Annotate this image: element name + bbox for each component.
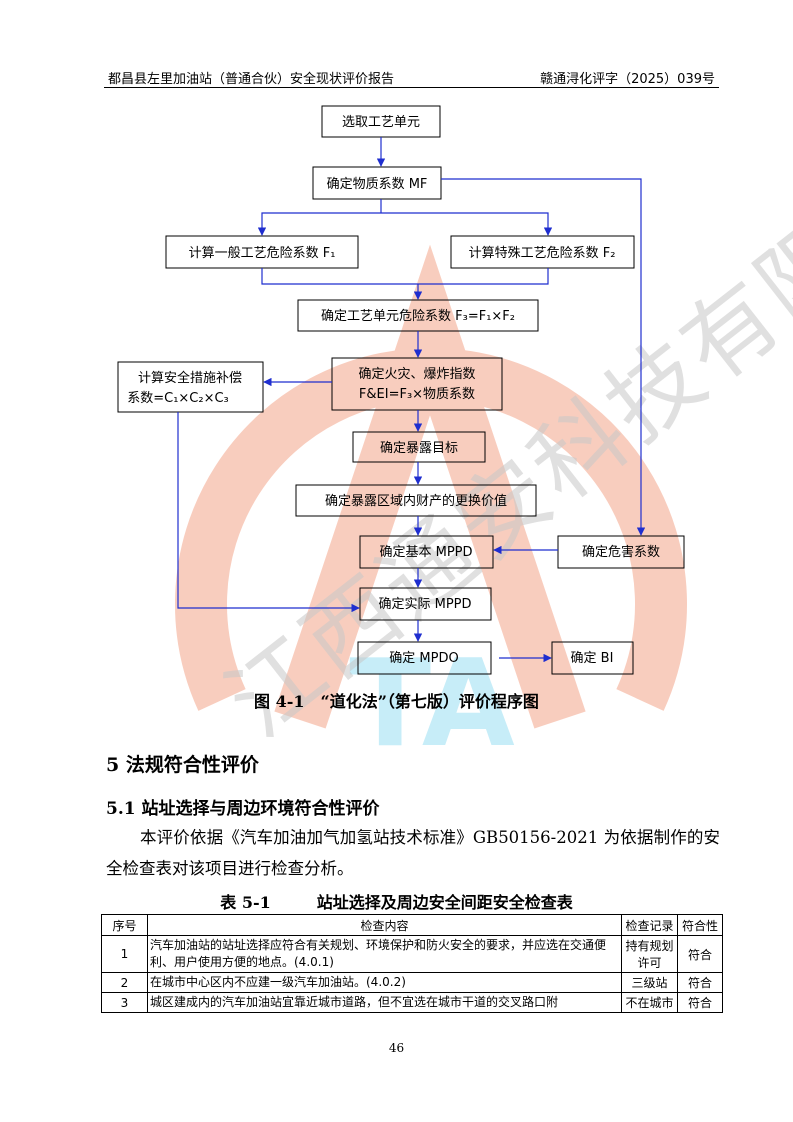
row-content: 城区建成内的汽车加油站宜靠近城市道路，但不宜选在城市干道的交叉路口附 — [147, 992, 622, 1013]
section-heading: 5 法规符合性评价 — [106, 754, 259, 776]
node-exposure-target-box — [352, 431, 486, 463]
row-result: 符合 — [677, 992, 723, 1013]
node-material-factor-box — [312, 166, 442, 200]
node-exposure-target: 确定暴露目标 — [380, 441, 458, 456]
header-content: 检查内容 — [147, 914, 622, 936]
row-no: 2 — [101, 972, 148, 993]
table-header-row: 序号 检查内容 检查记录 符合性 — [101, 914, 723, 936]
node-mpdo: 确定 MPDO — [389, 651, 458, 666]
header-record: 检查记录 — [621, 914, 678, 936]
node-special-hazard-box — [450, 235, 635, 269]
node-base-mppd-box — [359, 535, 494, 569]
arrow-split-to-general — [257, 212, 381, 236]
node-unit-hazard: 确定工艺单元危险系数 F₃=F₁×F₂ — [321, 309, 515, 324]
node-fei-line1: 确定火灾、爆炸指数 — [358, 366, 475, 382]
arrow-split-to-special — [381, 212, 553, 236]
table-row: 3 城区建成内的汽车加油站宜靠近城市道路，但不宜选在城市干道的交叉路口附 不在城… — [101, 992, 723, 1013]
header-report-title: 都昌县左里加油站（普通合伙）安全现状评价报告 — [108, 72, 395, 87]
node-fei-line2: F&EI=F₃×物质系数 — [359, 387, 475, 402]
body-paragraph: 本评价依据《汽车加油加气加氢站技术标准》GB50156-2021 为依据制作的安… — [106, 828, 720, 878]
row-record: 不在城市 — [621, 992, 678, 1013]
node-select-unit: 选取工艺单元 — [342, 115, 420, 130]
node-replacement-value-box — [295, 484, 537, 517]
arrow-material-to-damage — [441, 178, 646, 536]
header-no: 序号 — [101, 914, 148, 936]
node-safety-measures-box — [117, 361, 264, 413]
table-caption: 表 5-1 站址选择及周边安全间距安全检查表 — [0, 889, 793, 913]
row-content: 汽车加油站的站址选择应符合有关规划、环境保护和防火安全的要求，并应选在交通便利、… — [147, 935, 622, 973]
row-no: 3 — [101, 992, 148, 1013]
node-actual-mppd: 确定实际 MPPD — [378, 597, 471, 612]
arrow-safety-to-actual — [177, 412, 360, 613]
node-safety-measures-line2: 系数=C₁×C₂×C₃ — [127, 391, 229, 406]
node-special-hazard: 计算特殊工艺危险系数 F₂ — [469, 246, 616, 261]
node-replacement-value: 确定暴露区域内财产的更换价值 — [325, 493, 507, 509]
figure-caption: 图 4-1 “道化法”（第七版）评价程序图 — [254, 692, 539, 711]
table-caption-number: 表 5-1 — [220, 893, 271, 912]
node-safety-measures-line1: 计算安全措施补偿 — [138, 370, 242, 386]
node-fei-box — [331, 357, 503, 411]
row-result: 符合 — [677, 935, 723, 973]
table-row: 2 在城市中心区内不应建一级汽车加油站。(4.0.2) 三级站 符合 — [101, 972, 723, 993]
node-actual-mppd-box — [359, 587, 492, 621]
page-number: 46 — [388, 1041, 405, 1055]
header-report-number: 赣通浔化评字（2025）039号 — [540, 72, 715, 87]
header-result: 符合性 — [677, 914, 723, 936]
table-row: 1 汽车加油站的站址选择应符合有关规划、环境保护和防火安全的要求，并应选在交通便… — [101, 935, 723, 973]
node-bi-box — [551, 641, 634, 675]
row-record: 三级站 — [621, 972, 678, 993]
node-general-hazard: 计算一般工艺危险系数 F₁ — [189, 245, 336, 261]
row-no: 1 — [101, 935, 148, 973]
row-content: 在城市中心区内不应建一级汽车加油站。(4.0.2) — [147, 972, 622, 993]
node-bi: 确定 BI — [571, 651, 614, 666]
node-damage-factor-box — [557, 535, 685, 569]
subsection-heading: 5.1 站址选择与周边环境符合性评价 — [106, 799, 380, 819]
table-caption-title: 站址选择及周边安全间距安全检查表 — [316, 893, 573, 912]
safety-checklist-table: 序号 检查内容 检查记录 符合性 1 汽车加油站的站址选择应符合有关规划、环境保… — [101, 914, 723, 1013]
node-material-factor: 确定物质系数 MF — [327, 177, 428, 192]
evaluation-flowchart: 选取工艺单元 确定物质系数 MF 计算一般工艺危险系数 F₁ 计算特殊工艺危险系… — [117, 105, 685, 675]
header-rule — [104, 87, 719, 88]
node-mpdo-box — [357, 641, 492, 675]
node-damage-factor: 确定危害系数 — [582, 544, 660, 560]
row-record: 持有规划许可 — [621, 935, 678, 973]
connector-join — [261, 268, 549, 285]
node-base-mppd: 确定基本 MPPD — [379, 545, 472, 560]
row-result: 符合 — [677, 972, 723, 993]
